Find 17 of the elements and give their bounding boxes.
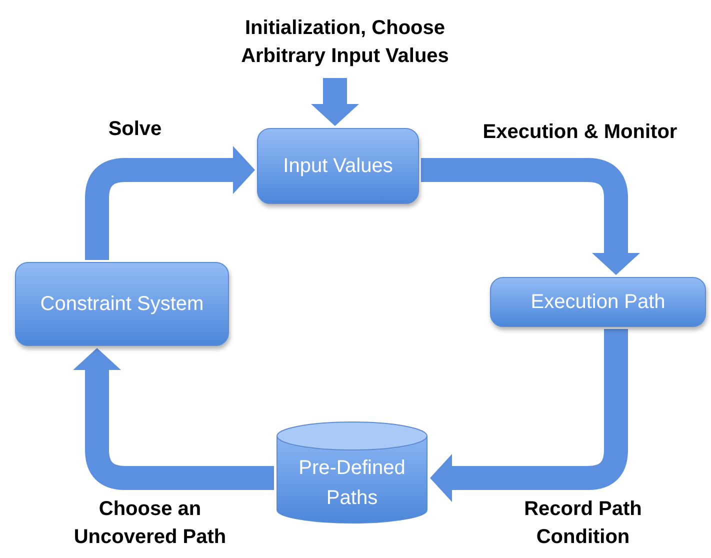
process-box	[257, 128, 419, 204]
node-label: Constraint System	[40, 292, 204, 317]
node-label: Pre-Defined Paths	[298, 456, 406, 511]
node-label: Input Values	[283, 154, 393, 179]
block-arrow	[430, 329, 628, 502]
block-arrow	[421, 158, 640, 275]
edge-label: Record Path Condition	[523, 497, 643, 550]
edge-label: Execution & Monitor	[482, 120, 678, 145]
process-box	[490, 277, 706, 327]
block-arrow	[73, 348, 274, 490]
edge-label: Choose an Uncovered Path	[72, 497, 228, 550]
database-cylinder	[276, 420, 428, 524]
block-arrow	[311, 78, 359, 126]
node-label: Execution Path	[530, 290, 666, 315]
edge-label: Solve	[107, 117, 163, 142]
process-box	[15, 262, 229, 346]
edge-label: Initialization, Choose Arbitrary Input Values	[240, 16, 450, 69]
